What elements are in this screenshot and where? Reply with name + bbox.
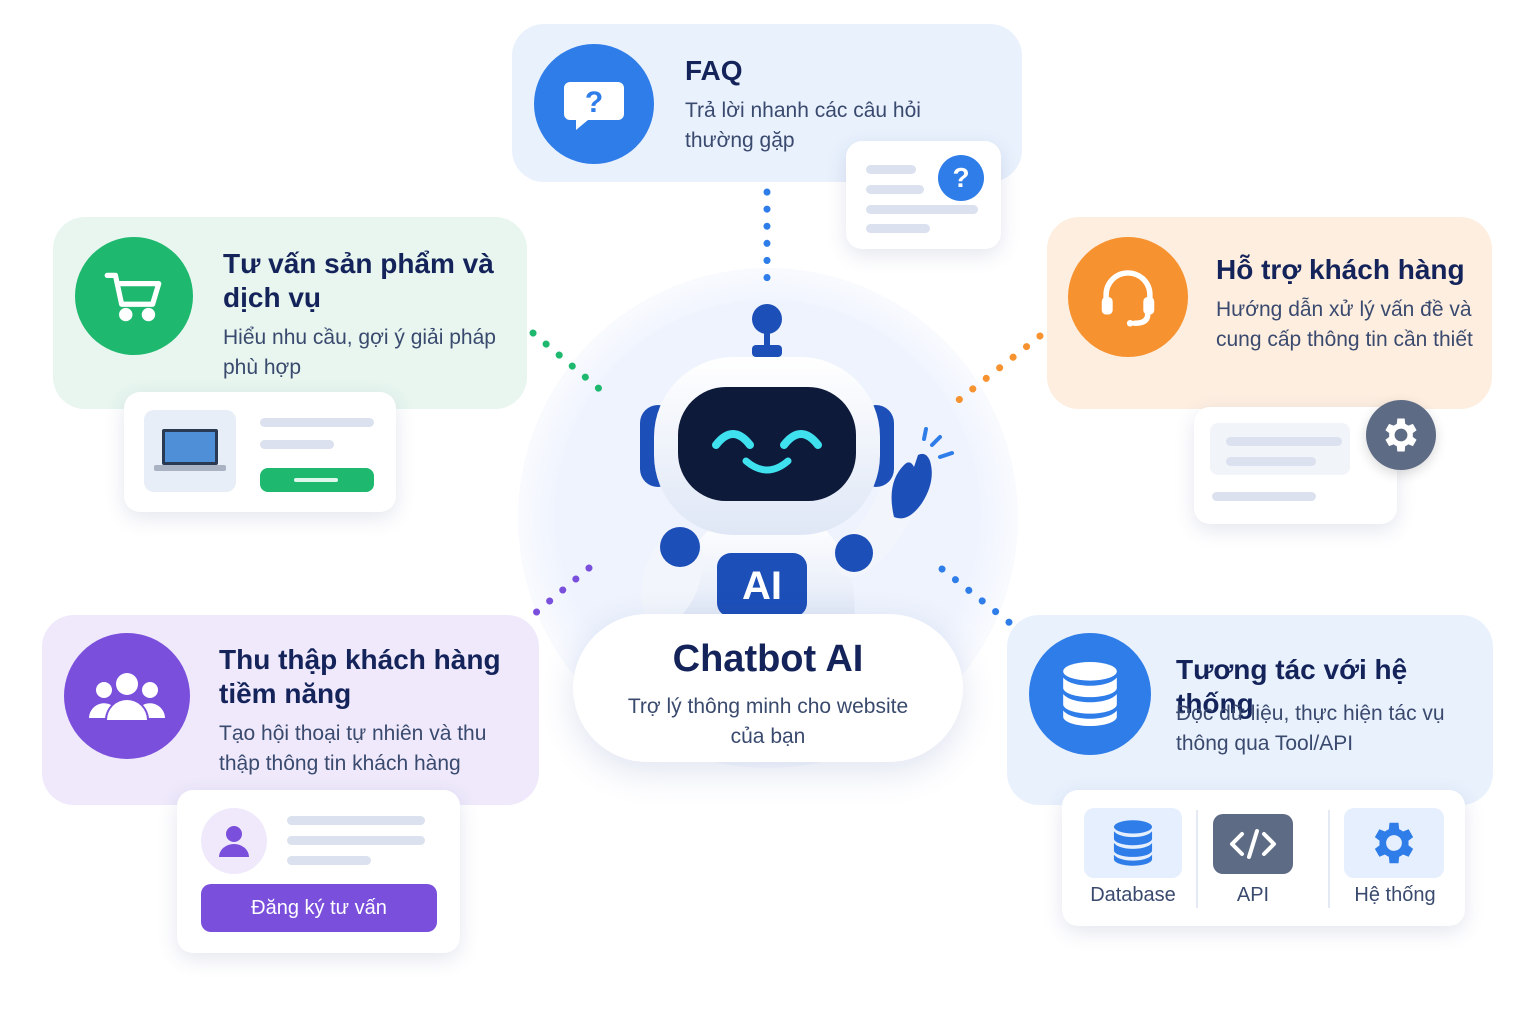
robot-smile [742,457,792,474]
product-preview-button [260,468,374,492]
system-title: Tương tác với hệ thống [1176,654,1408,719]
robot-antenna [764,325,770,361]
robot-face-screen [678,387,856,501]
chatbot-ai-center: Chatbot AI Trợ lý thông minh cho website… [573,614,963,762]
database-icon [1029,633,1151,755]
robot-ai-badge [717,553,807,617]
lead-form-card: Đăng ký tư vấn [177,790,460,953]
faq-preview-line [866,165,916,174]
users-icon [64,633,190,759]
tool-database-icon [1084,808,1182,878]
system-tools-card: Database API Hệ thống [1062,790,1465,926]
connector-support [942,332,1044,414]
lead-collection-card: Thu thập khách hàng tiềm năng Tạo hội th… [42,615,539,805]
support-preview-line [1226,457,1316,466]
tool-database-label: Database [1090,884,1176,906]
support-preview-card [1194,407,1397,524]
lead-form-line [287,856,371,865]
support-preview-message [1210,423,1350,475]
customer-support-card: Hỗ trợ khách hàng Hướng dẫn xử lý vấn đề… [1047,217,1492,409]
ai-badge-label: AI [742,564,782,608]
faq-preview-line [866,185,924,194]
shopping-cart-icon [75,237,193,355]
faq-mini-question-icon: ? [938,155,984,201]
product-title: Tư vấn sản phẩm và dịch vụ [223,248,494,313]
system-gear-icon [1344,808,1444,878]
user-avatar-icon [201,808,267,874]
leads-title: Thu thập khách hàng tiềm năng [219,644,501,709]
register-consultation-button[interactable]: Đăng ký tư vấn [201,884,437,932]
connector-leads [523,564,593,624]
faq-preview-line [866,205,978,214]
support-description: Hướng dẫn xử lý vấn đề và cung cấp thông… [1216,298,1473,351]
tool-api-label: API [1236,884,1270,906]
faq-description: Trả lời nhanh các câu hỏi thường gặp [685,99,921,152]
robot-right-eye [780,430,822,449]
leads-description: Tạo hội thoại tự nhiên và thu thập thông… [219,722,487,775]
wave-lines [922,427,954,459]
support-title: Hỗ trợ khách hàng [1216,254,1465,285]
gear-icon [1366,400,1436,470]
tool-divider [1328,810,1330,908]
tool-divider [1196,810,1198,908]
product-preview-line [260,418,374,427]
center-subtitle: Trợ lý thông minh cho website của bạn [627,695,909,748]
faq-title: FAQ [685,55,743,86]
tool-system-label: Hệ thống [1354,884,1436,906]
laptop-icon [144,410,236,492]
robot-left-eye [712,430,754,449]
robot-hand [891,453,932,519]
faq-preview-line [866,224,930,233]
support-preview-line [1226,437,1342,446]
headset-icon [1068,237,1188,357]
lead-form-line [287,816,425,825]
robot-mascot: AI [640,304,954,625]
robot-antenna-tip [752,304,782,334]
faq-question-icon: ? [534,44,654,164]
connector-system [938,565,1019,631]
product-preview-card [124,392,396,512]
code-icon [1213,814,1293,874]
system-interaction-card: Tương tác với hệ thống Đọc dữ liệu, thực… [1007,615,1493,805]
product-advice-card: Tư vấn sản phẩm và dịch vụ Hiểu nhu cầu,… [53,217,527,409]
product-preview-line [260,440,334,449]
connector-product [529,329,607,396]
faq-preview-card: ? [846,141,1001,249]
lead-form-line [287,836,425,845]
center-title: Chatbot AI [672,638,864,680]
svg-text:?: ? [585,86,603,119]
support-preview-line [1212,492,1316,501]
product-description: Hiểu nhu cầu, gợi ý giải pháp phù hợp [223,326,496,379]
system-description: Đọc dữ liệu, thực hiện tác vụ thông qua … [1176,702,1445,755]
